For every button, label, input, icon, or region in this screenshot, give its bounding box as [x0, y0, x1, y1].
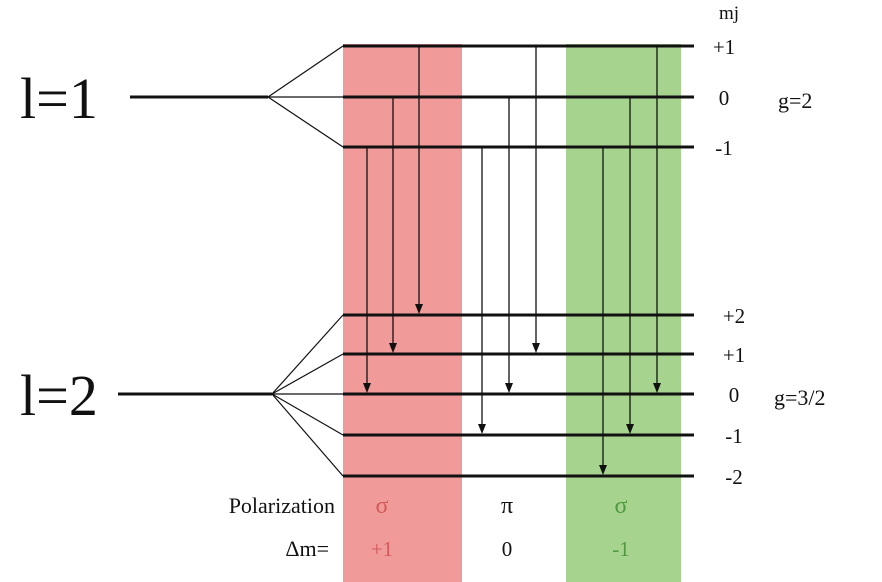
- polarization-sigma-minus: σ: [615, 493, 628, 519]
- delta-m-label: Δm=: [285, 536, 329, 561]
- arrow-head: [389, 343, 397, 353]
- upper-mj-label: +1: [713, 35, 735, 59]
- lower-mj-label: -2: [725, 465, 743, 489]
- lower-g-factor: g=3/2: [774, 385, 826, 410]
- upper-g-factor: g=2: [778, 88, 812, 113]
- transition-arrow: [389, 97, 397, 353]
- polarization-pi: π: [501, 493, 513, 519]
- transition-arrow: [532, 46, 540, 353]
- lower-fan-line-2: [271, 314, 344, 395]
- upper-fan-line-1: [267, 45, 344, 98]
- arrow-head: [532, 343, 540, 353]
- upper-fan-line--1: [267, 96, 344, 148]
- lower-mj-label: 0: [729, 383, 740, 407]
- upper-level-label: l=1: [20, 66, 98, 131]
- arrow-head: [599, 465, 607, 475]
- transition-arrow: [653, 46, 661, 393]
- arrow-head: [653, 383, 661, 393]
- sublevel-lines: [343, 44, 694, 478]
- mj-labels: +1 0 -1 +2 +1 0 -1 -2: [713, 35, 745, 489]
- upper-mj-label: -1: [715, 136, 733, 160]
- arrow-head: [505, 383, 513, 393]
- polarization-label: Polarization: [229, 493, 335, 518]
- arrow-head: [363, 383, 371, 393]
- transition-arrow: [415, 46, 423, 314]
- lower-fan-line--2: [271, 393, 344, 477]
- arrow-head: [626, 424, 634, 434]
- lower-mj-label: -1: [725, 424, 743, 448]
- arrow-head: [478, 424, 486, 434]
- sigma-plus-band: [343, 44, 462, 582]
- transition-arrow: [505, 97, 513, 393]
- transition-arrow: [478, 147, 486, 434]
- sigma-minus-band: [566, 44, 681, 582]
- transition-arrows: [363, 46, 661, 475]
- mj-header: mj: [719, 3, 739, 24]
- upper-mj-label: 0: [719, 86, 730, 110]
- arrow-head: [415, 304, 423, 314]
- transition-arrow: [363, 147, 371, 393]
- transition-arrow: [626, 97, 634, 434]
- lower-fan-line--1: [271, 393, 344, 436]
- lower-mj-label: +1: [723, 343, 745, 367]
- delta-m-plus-one: +1: [371, 537, 393, 561]
- splitting-fans: [267, 45, 344, 477]
- polarization-sigma-plus: σ: [376, 493, 389, 519]
- delta-m-zero: 0: [502, 537, 513, 561]
- lower-level-label: l=2: [20, 363, 98, 428]
- lower-fan-line-1: [271, 353, 344, 395]
- lower-mj-label: +2: [723, 304, 745, 328]
- transition-arrow: [599, 147, 607, 475]
- delta-m-minus-one: -1: [612, 537, 630, 561]
